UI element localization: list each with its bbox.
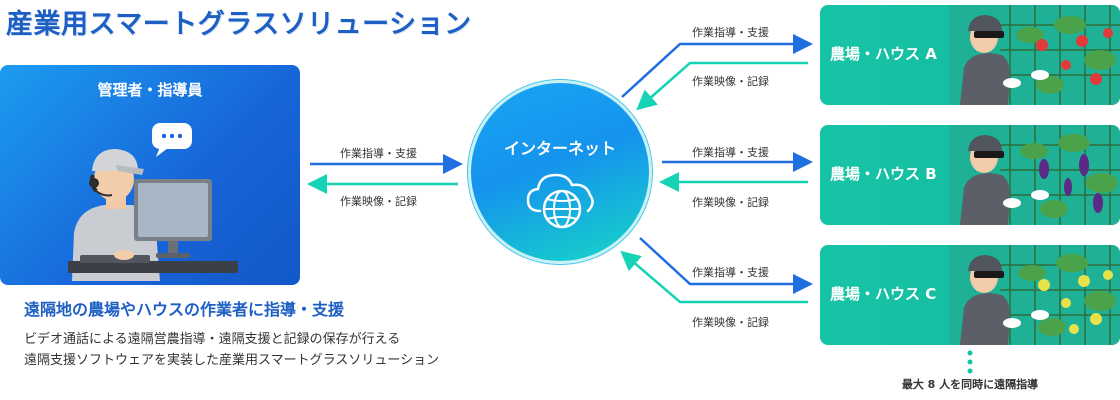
arrow-internet-to-farm-a (621, 34, 813, 98)
farm-worker-tomato-illustration (950, 5, 1120, 105)
arrow-label-farm-a-in: 作業映像・記録 (692, 75, 769, 88)
description-headline: 遠隔地の農場やハウスの作業者に指導・支援 (24, 300, 345, 319)
arrow-label-farm-c-in: 作業映像・記録 (692, 316, 769, 329)
arrow-label-farm-b-in: 作業映像・記録 (692, 196, 769, 209)
page-title: 産業用スマートグラスソリューション (6, 9, 472, 40)
farm-a-label: 農場・ハウス A (830, 45, 937, 63)
admin-operator-illustration (68, 123, 238, 281)
arrow-label-farm-b-out: 作業指導・支援 (692, 146, 769, 159)
description-line-2: 遠隔支援ソフトウェアを実装した産業用スマートグラスソリューション (24, 353, 440, 368)
farm-c-label: 農場・ハウス C (830, 285, 937, 303)
max-users-note: 最大 8 人を同時に遠隔指導 (901, 378, 1039, 391)
arrow-label-admin-out: 作業指導・支援 (340, 147, 417, 160)
internet-node: インターネット (468, 80, 652, 264)
farm-card-c: 農場・ハウス C (820, 245, 1120, 345)
arrow-label-admin-in: 作業映像・記録 (340, 195, 417, 208)
description-line-1: ビデオ通話による遠隔営農指導・遠隔支援と記録の保存が行える (24, 332, 401, 347)
farm-card-b: 農場・ハウス B (820, 125, 1120, 225)
chat-bubble-icon (152, 123, 192, 157)
arrow-label-farm-a-out: 作業指導・支援 (692, 26, 769, 39)
cloud-globe-icon (526, 173, 594, 229)
farm-b-label: 農場・ハウス B (830, 165, 937, 183)
more-dots-icon (967, 350, 973, 374)
arrow-label-farm-c-out: 作業指導・支援 (692, 266, 769, 279)
farm-card-a: 農場・ハウス A (820, 5, 1120, 105)
admin-card: 管理者・指導員 (0, 65, 300, 285)
farm-worker-eggplant-illustration (950, 125, 1120, 225)
farm-worker-pepper-illustration (950, 245, 1120, 345)
internet-label: インターネット (503, 139, 616, 158)
admin-title: 管理者・指導員 (97, 81, 203, 99)
